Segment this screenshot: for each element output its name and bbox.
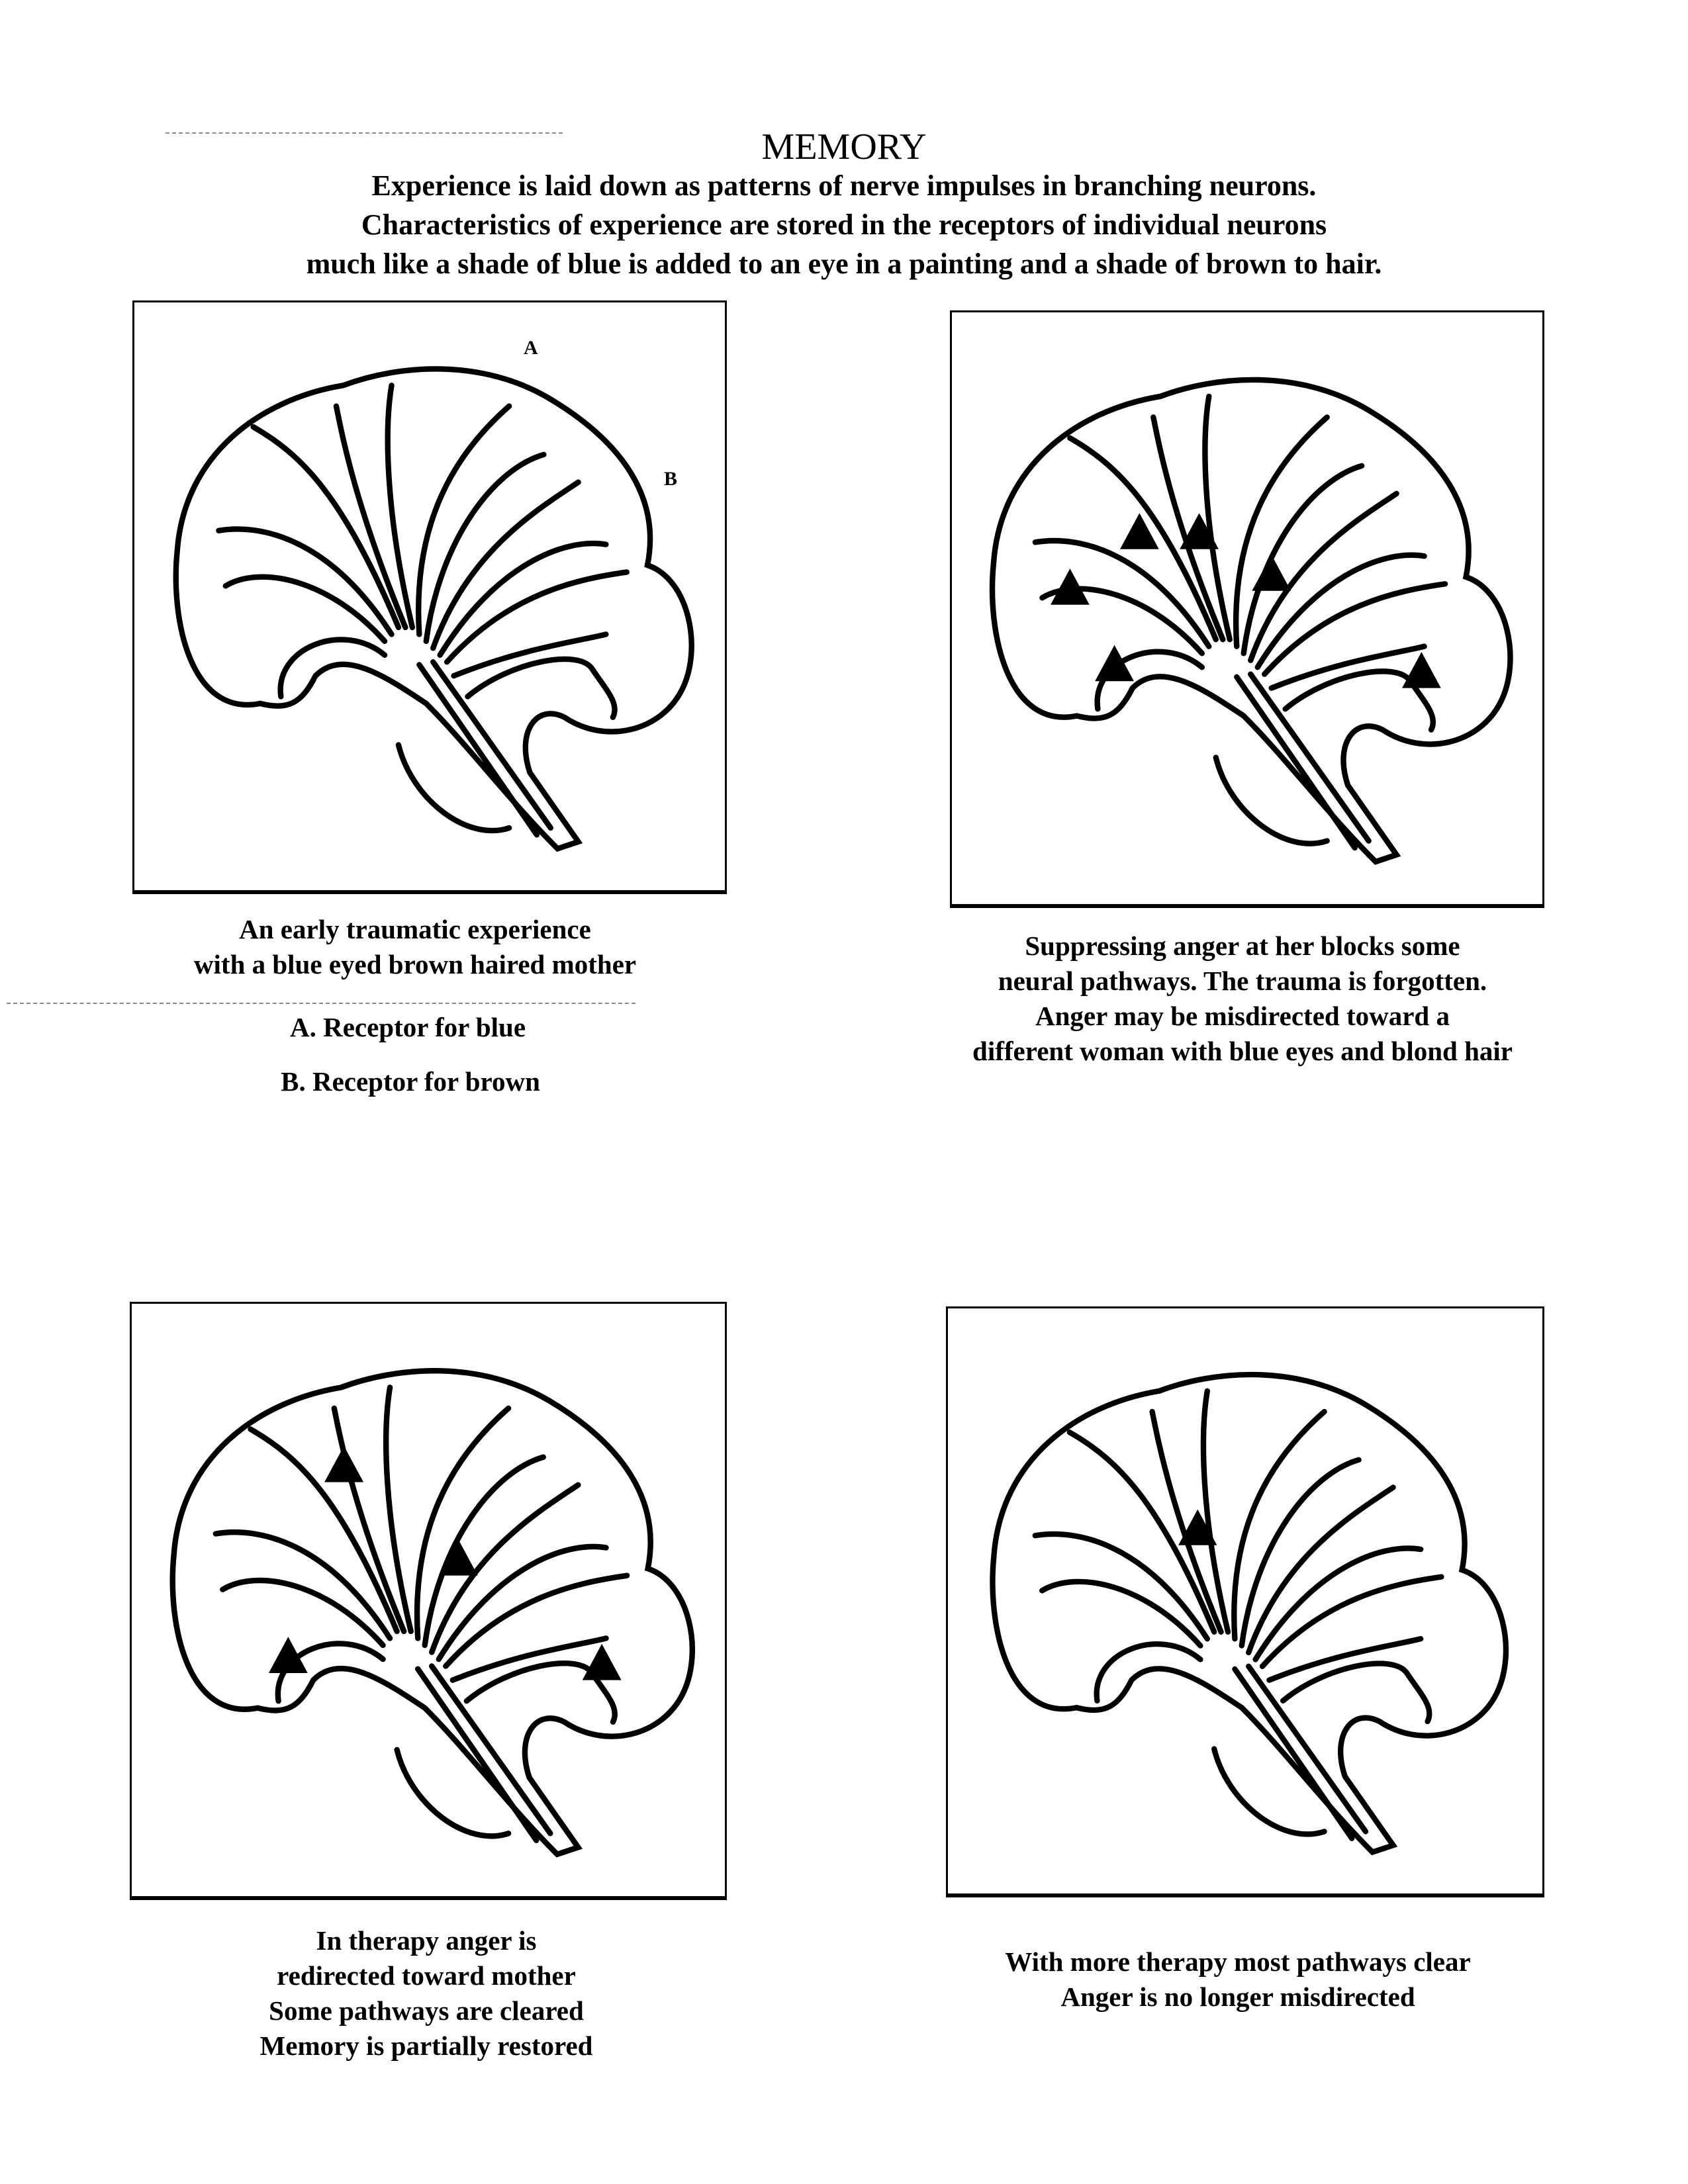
blocked-pathway-icon [582, 1643, 622, 1680]
blocked-pathway-icon [324, 1445, 364, 1482]
caption-line: neural pathways. The trauma is forgotten… [998, 966, 1487, 996]
brain-panel-therapy-partial [130, 1302, 727, 1900]
intro-line-1: Experience is laid down as patterns of n… [371, 169, 1317, 202]
brain-panel-suppressed [950, 310, 1544, 908]
scan-artifact-line [165, 132, 563, 134]
caption-line: An early traumatic experience [239, 914, 591, 944]
panel-2-caption: Suppressing anger at her blocks some neu… [972, 929, 1513, 1069]
brain-diagram [132, 1304, 725, 1896]
caption-line: different woman with blue eyes and blond… [972, 1036, 1513, 1066]
caption-line: Anger may be misdirected toward a [1035, 1001, 1450, 1031]
caption-line: Anger is no longer misdirected [1060, 1981, 1415, 2012]
blocked-pathway-icon [1252, 555, 1291, 591]
brain-panel-therapy-clear [946, 1306, 1544, 1897]
label-b: B [664, 468, 678, 490]
brain-diagram [952, 312, 1542, 904]
caption-line: Suppressing anger at her blocks some [1025, 931, 1460, 961]
label-a: A [524, 337, 538, 359]
panel-1-caption: An early traumatic experience with a blu… [194, 912, 636, 982]
intro-line-3: much like a shade of blue is added to an… [306, 248, 1382, 280]
brain-panel-initial: A B [132, 300, 727, 894]
blocked-pathway-icon [1402, 652, 1441, 688]
caption-line: Some pathways are cleared [269, 1995, 584, 2026]
brain-diagram [948, 1308, 1542, 1893]
legend-receptor-brown: B. Receptor for brown [281, 1066, 540, 1097]
page-title: MEMORY [761, 126, 927, 167]
caption-line: with a blue eyed brown haired mother [193, 949, 637, 979]
panel-3-caption: In therapy anger is redirected toward mo… [260, 1923, 593, 2064]
caption-line: redirected toward mother [277, 1960, 576, 1991]
scan-artifact-line [7, 1003, 635, 1004]
caption-line: Memory is partially restored [259, 2030, 593, 2061]
blocked-pathway-icon [438, 1539, 478, 1576]
intro-line-2: Characteristics of experience are stored… [361, 208, 1327, 241]
panel-4-caption: With more therapy most pathways clear An… [1005, 1944, 1470, 2015]
caption-line: In therapy anger is [316, 1925, 537, 1956]
caption-line: With more therapy most pathways clear [1005, 1946, 1471, 1977]
blocked-pathway-icon [1095, 645, 1134, 682]
brain-diagram [134, 302, 725, 890]
legend-receptor-blue: A. Receptor for blue [289, 1012, 526, 1042]
